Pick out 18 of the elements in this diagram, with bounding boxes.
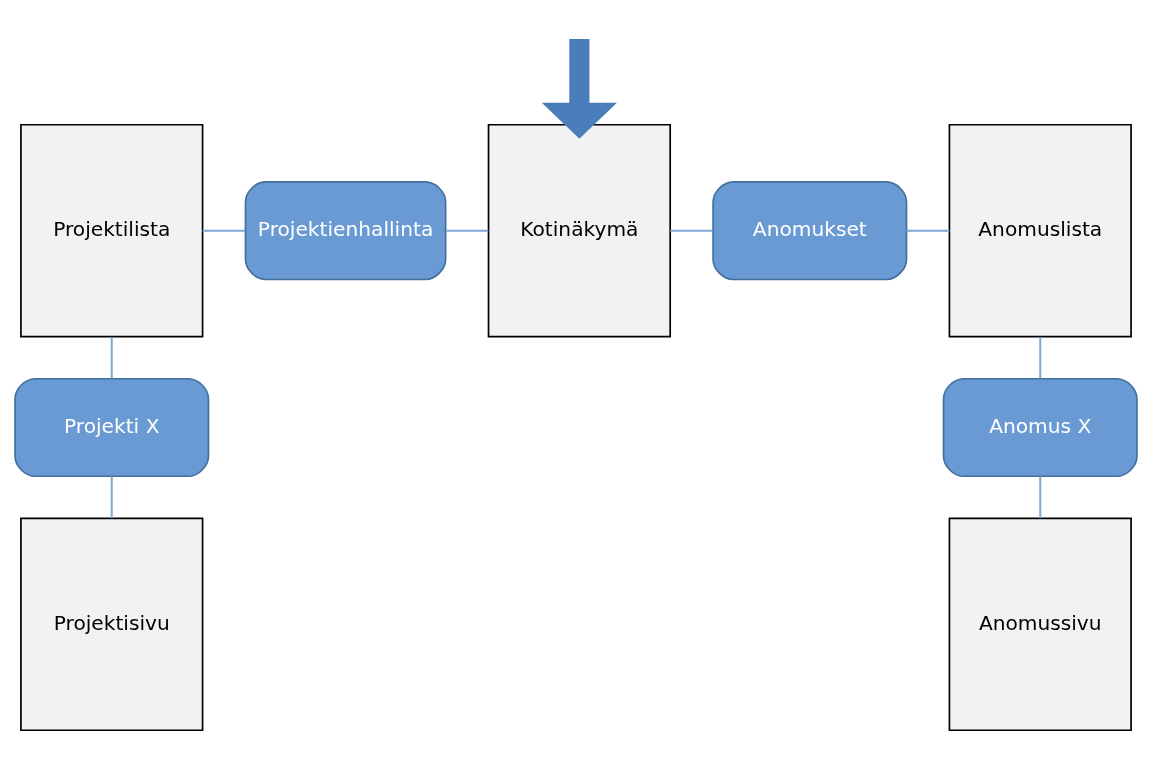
connector xyxy=(1039,476,1042,518)
arrow xyxy=(541,38,617,139)
node-box: Kotinäkymä xyxy=(487,123,672,337)
node-box: Projektienhallinta xyxy=(244,180,447,280)
connector xyxy=(110,336,113,378)
node-box: Projektisivu xyxy=(20,517,204,731)
connector xyxy=(670,229,713,232)
node-box: Anomus X xyxy=(942,377,1138,477)
connector xyxy=(110,476,113,518)
connector xyxy=(1039,336,1042,378)
connector xyxy=(202,229,246,232)
node-box: Anomussivu xyxy=(948,517,1132,731)
node-box: Projekti X xyxy=(14,377,210,477)
node-box: Projektilista xyxy=(20,123,204,337)
node-box: Anomukset xyxy=(712,180,908,280)
connector xyxy=(446,229,489,232)
node-box: Anomuslista xyxy=(948,123,1132,337)
connector xyxy=(906,229,950,232)
